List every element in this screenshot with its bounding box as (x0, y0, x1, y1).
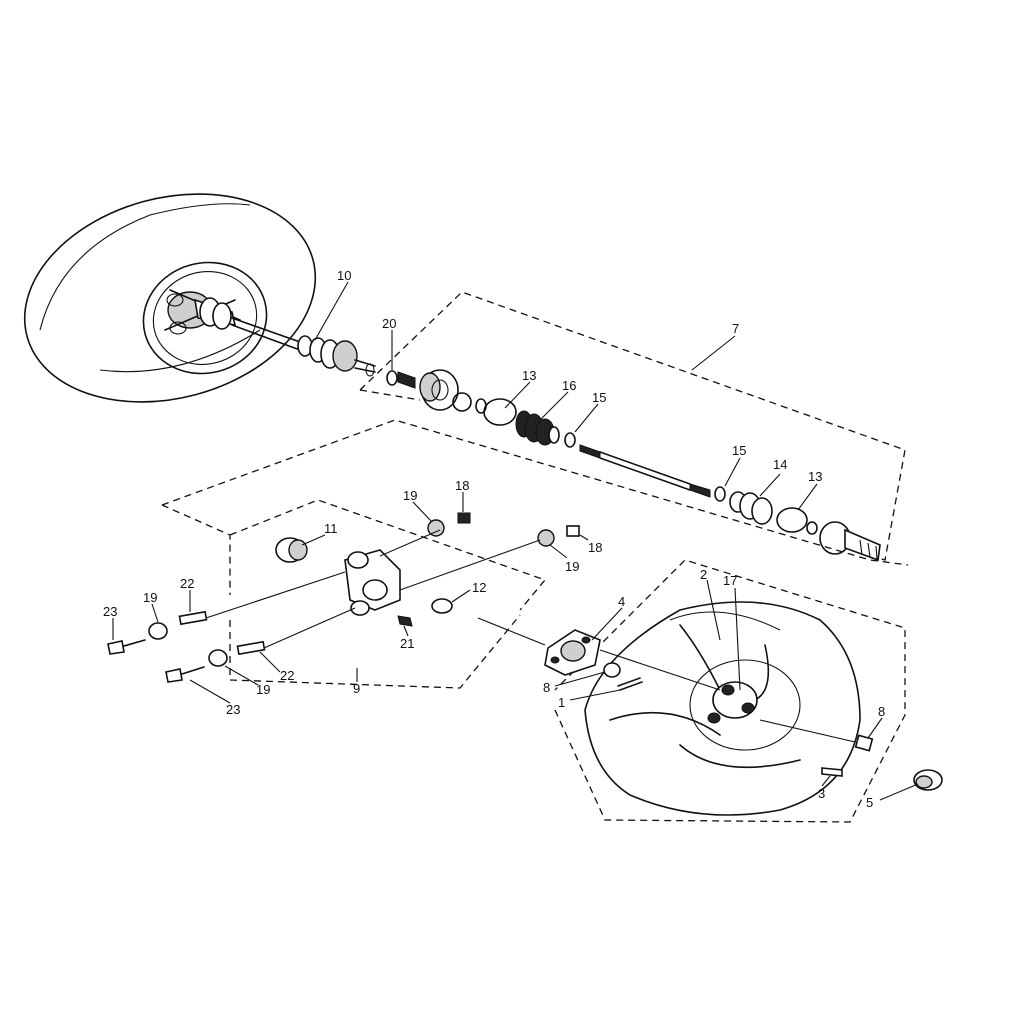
callout-12: 12 (472, 580, 486, 595)
callout-19: 19 (565, 559, 579, 574)
dashed-group-frame-bottom (229, 614, 521, 689)
callout-2: 2 (700, 567, 707, 582)
wheel-right (584, 601, 861, 816)
hub-carrier-parts (107, 512, 580, 683)
dashed-group-frame-7b (359, 389, 421, 401)
callout-9: 9 (353, 681, 360, 696)
callout-16: 16 (562, 378, 576, 393)
dashed-group-frame-9 (161, 419, 909, 566)
callout-22: 22 (280, 668, 294, 683)
callout-20: 20 (382, 316, 396, 331)
dashed-group-frame-wheel (554, 559, 906, 823)
callout-3: 3 (818, 786, 825, 801)
callout-23: 23 (226, 702, 240, 717)
callout-14: 14 (773, 457, 787, 472)
callout-13: 13 (808, 469, 822, 484)
callout-11: 11 (324, 521, 338, 536)
drive-shaft-10 (193, 297, 376, 377)
tire-left (23, 193, 317, 403)
dashed-group-frame-7 (359, 291, 906, 561)
callout-8: 8 (878, 704, 885, 719)
callout-19: 19 (143, 590, 157, 605)
hub-4 (544, 629, 943, 791)
callout-17: 17 (723, 573, 737, 588)
callout-19: 19 (403, 488, 417, 503)
callout-10: 10 (337, 268, 351, 283)
callout-22: 22 (180, 576, 194, 591)
callout-1: 1 (558, 695, 565, 710)
callout-labels: 10 20 7 13 16 15 15 14 13 18 19 11 18 19… (103, 268, 885, 810)
callout-5: 5 (866, 795, 873, 810)
callout-13: 13 (522, 368, 536, 383)
callout-21: 21 (400, 636, 414, 651)
dashed-group-frame-inner (161, 499, 547, 611)
callout-15: 15 (732, 443, 746, 458)
leader-lines (112, 281, 919, 801)
callout-8: 8 (543, 680, 550, 695)
callout-7: 7 (732, 321, 739, 336)
axle-kit-parts (386, 369, 881, 562)
callout-18: 18 (588, 540, 602, 555)
callout-15: 15 (592, 390, 606, 405)
callout-19: 19 (256, 682, 270, 697)
callout-18: 18 (455, 478, 469, 493)
callout-4: 4 (618, 594, 625, 609)
callout-23: 23 (103, 604, 117, 619)
